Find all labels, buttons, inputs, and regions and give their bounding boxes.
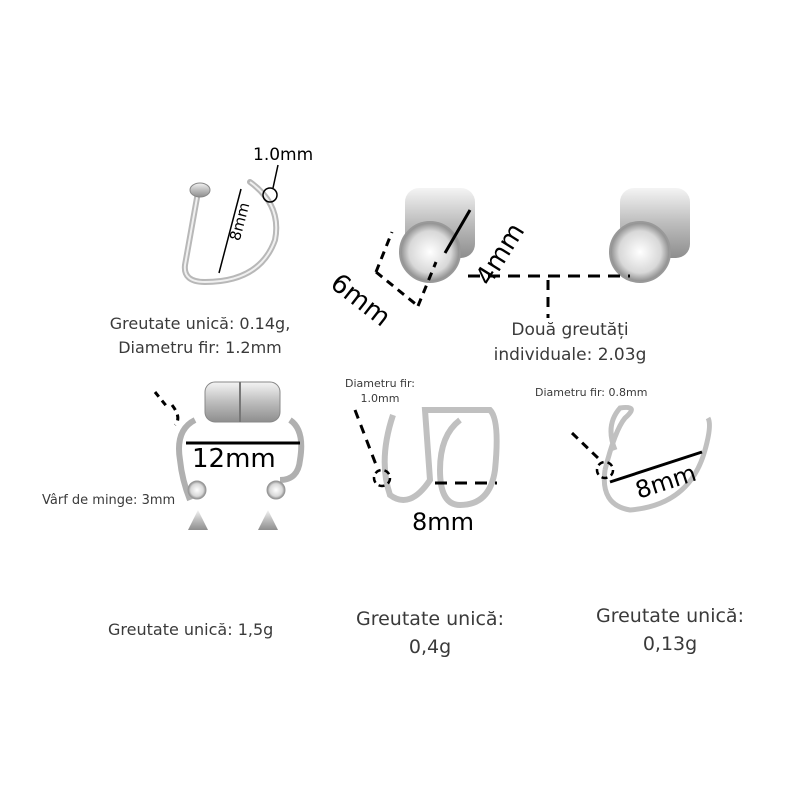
spiral-cuff-image xyxy=(353,407,500,509)
caption-line: Greutate unică: xyxy=(356,608,504,630)
d-clip-image xyxy=(181,164,280,286)
caption-line: 0,4g xyxy=(408,636,452,658)
wire-thickness-label: 1.0mm xyxy=(253,145,314,165)
width-label: 12mm xyxy=(192,444,276,474)
product-3-caption: Greutate unică: 1,5g xyxy=(108,620,274,639)
wire-label-value: 1.0mm xyxy=(360,392,400,405)
width-label: 8mm xyxy=(412,508,475,536)
product-1-caption: Greutate unică: 0.14g, Diametru fir: 1.2… xyxy=(70,312,330,360)
caption-line: 0,13g xyxy=(642,633,698,655)
caption-line: Diametru fir: 1.2mm xyxy=(118,338,282,357)
horseshoe-image xyxy=(153,381,305,530)
caption-line: Greutate unică: xyxy=(596,605,744,627)
product-4-caption: Greutate unică: 0,4g xyxy=(330,605,530,661)
loop-clip-image xyxy=(570,405,712,513)
magnetic-studs-image xyxy=(374,188,690,318)
product-5-caption: Greutate unică: 0,13g xyxy=(570,602,770,658)
wire-diameter-label: Diametru fir: 1.0mm xyxy=(330,376,430,406)
caption-line: Două greutăți xyxy=(511,320,629,340)
caption-line: individuale: 2.03g xyxy=(493,345,647,365)
product-2-caption: Două greutăți individuale: 2.03g xyxy=(480,318,660,368)
caption-line: Greutate unică: 0.14g, xyxy=(109,314,291,333)
wire-diameter-label: Diametru fir: 0.8mm xyxy=(535,386,648,399)
ball-tip-label: Vârf de minge: 3mm xyxy=(42,493,176,508)
wire-label-text: Diametru fir: xyxy=(344,377,416,390)
